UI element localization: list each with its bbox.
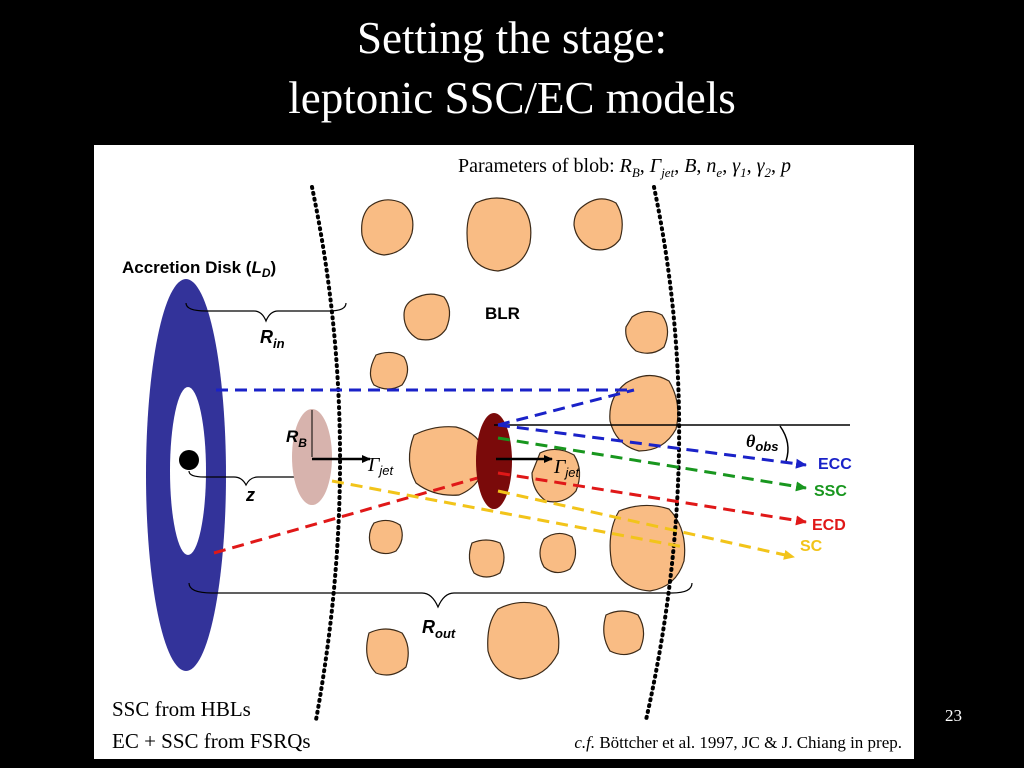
diagram-panel: Accretion Disk (LD) BLR Rin RB z Rout Γj… xyxy=(94,145,914,759)
ecd-label: ECD xyxy=(812,517,846,534)
r-in-brace xyxy=(185,302,347,323)
sync-photon-yellow xyxy=(331,479,685,549)
theta-obs-arc xyxy=(779,425,789,462)
disk-photon-red xyxy=(213,473,489,555)
cloud xyxy=(403,293,451,341)
z-label: z xyxy=(245,485,255,505)
ssc-arrow xyxy=(497,436,807,492)
accretion-disk-label: Accretion Disk (LD) xyxy=(122,258,276,280)
gamma-jet-label-1: Γjet xyxy=(367,454,395,478)
cloud xyxy=(366,628,409,676)
cloud xyxy=(408,426,487,496)
ssc-label: SSC xyxy=(814,483,847,500)
blr-outer-boundary xyxy=(644,185,682,722)
slide-number: 23 xyxy=(945,706,962,725)
caption-ssc-hbl: SSC from HBLs xyxy=(112,697,251,721)
cloud xyxy=(573,198,623,251)
r-out-label: Rout xyxy=(422,617,456,641)
accretion-disk-hole xyxy=(170,387,206,555)
slide-title-line1: Setting the stage: xyxy=(357,13,667,63)
cloud xyxy=(369,351,409,390)
blr-clouds xyxy=(361,197,686,680)
ecc-label: ECC xyxy=(818,456,852,473)
cloud xyxy=(468,539,505,578)
cloud xyxy=(487,601,560,680)
theta-obs-label: θobs xyxy=(746,431,778,454)
cloud xyxy=(368,519,403,555)
blob-near xyxy=(476,413,512,509)
r-in-label: Rin xyxy=(260,327,285,351)
cloud xyxy=(361,199,414,256)
caption-ec-ssc-fsrq: EC + SSC from FSRQs xyxy=(112,729,311,753)
cloud xyxy=(539,532,577,574)
cloud xyxy=(466,197,532,272)
cloud xyxy=(609,504,686,592)
ecc-arrow xyxy=(497,423,807,469)
black-hole xyxy=(179,450,199,470)
citation: c.f. Böttcher et al. 1997, JC & J. Chian… xyxy=(574,733,902,752)
cloud xyxy=(531,448,581,503)
cloud xyxy=(609,374,679,452)
gamma-jet-label-2: Γjet xyxy=(553,456,581,480)
ecd-arrow xyxy=(497,471,807,526)
ecc-scatter-line xyxy=(497,388,635,427)
slide-title-line2: leptonic SSC/EC models xyxy=(288,73,736,123)
blr-label: BLR xyxy=(485,304,520,323)
sc-arrow xyxy=(497,489,795,560)
r-out-brace xyxy=(188,582,693,609)
cloud xyxy=(625,310,669,354)
r-b-label: RB xyxy=(286,427,307,450)
blr-inner-boundary xyxy=(310,185,342,722)
cloud xyxy=(603,610,645,656)
blr-diagram: Accretion Disk (LD) BLR Rin RB z Rout Γj… xyxy=(122,185,852,722)
blob-parameters: Parameters of blob: RB, Γjet, B, ne, γ1,… xyxy=(458,155,791,180)
sc-label: SC xyxy=(800,538,823,555)
